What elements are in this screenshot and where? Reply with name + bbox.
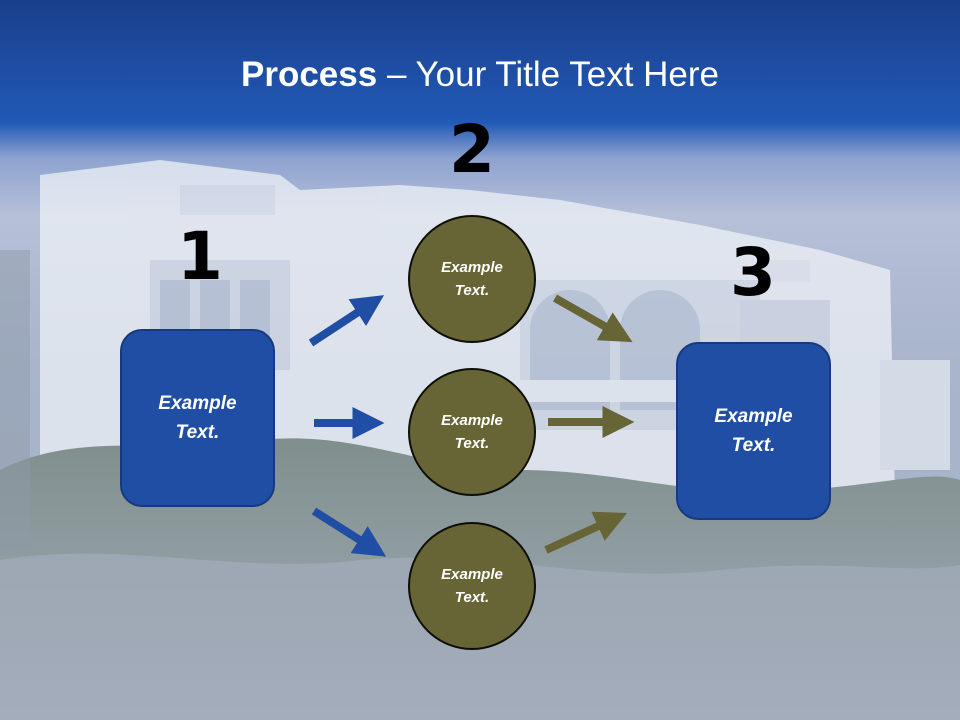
start-box: Example Text. xyxy=(120,329,275,507)
circle-middle-label: Example Text. xyxy=(441,412,503,452)
start-box-label: Example Text. xyxy=(158,393,237,443)
circle-bottom: Example Text. xyxy=(408,522,536,650)
arrow-start-to-top xyxy=(308,295,385,347)
step-number-3: 3 xyxy=(730,234,776,311)
arrow-start-to-bottom xyxy=(311,507,387,557)
arrow-top-to-end xyxy=(553,294,633,343)
title-rest-part: – Your Title Text Here xyxy=(377,55,719,94)
circle-top-label: Example Text. xyxy=(441,259,503,299)
arrow-bottom-to-end xyxy=(544,511,628,554)
circle-middle: Example Text. xyxy=(408,368,536,496)
step-number-1: 1 xyxy=(177,218,223,295)
step-number-2: 2 xyxy=(449,111,495,188)
title-bold-part: Process xyxy=(241,55,378,94)
end-box-label: Example Text. xyxy=(714,406,793,456)
end-box: Example Text. xyxy=(676,342,831,520)
circle-top: Example Text. xyxy=(408,215,536,343)
circle-bottom-label: Example Text. xyxy=(441,566,503,606)
slide-title: Process – Your Title Text Here xyxy=(0,52,960,98)
